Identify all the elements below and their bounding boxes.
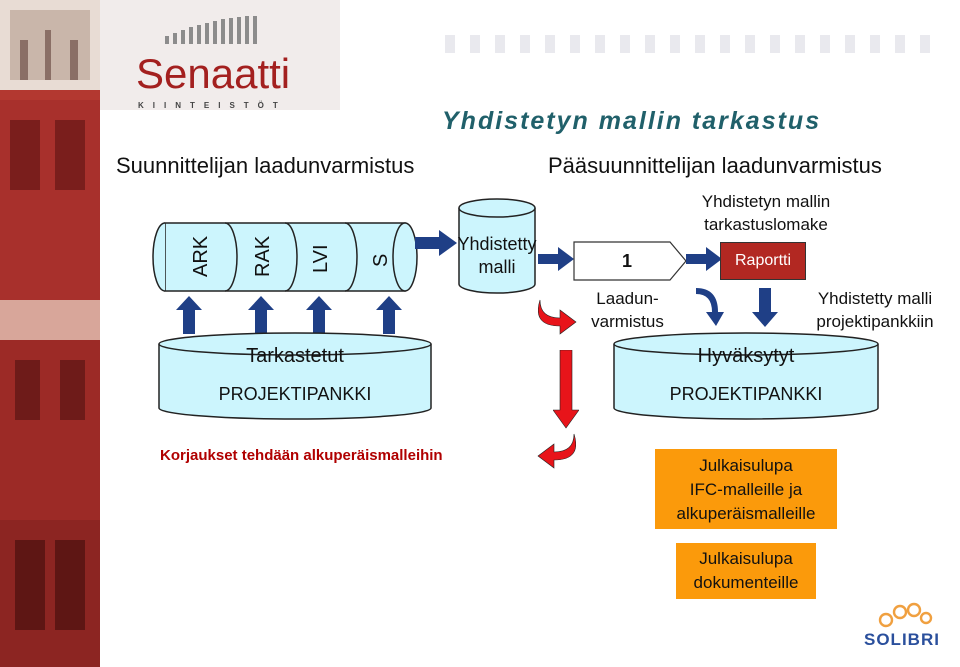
- release-models-line-1: Julkaisulupa: [699, 456, 793, 475]
- release-docs-box: Julkaisulupa dokumenteille: [676, 543, 816, 599]
- bank-left-bottom: PROJEKTIPANKKI: [218, 384, 372, 404]
- release-models-line-3: alkuperäismalleille: [676, 504, 816, 523]
- release-models-box: Julkaisulupa IFC-malleille ja alkuperäis…: [655, 449, 837, 529]
- release-docs-line-2: dokumenteille: [693, 573, 799, 592]
- model-label-ark: ARK: [190, 235, 212, 277]
- header-background: [100, 0, 960, 110]
- qa-label-1: Laadun-: [596, 289, 659, 308]
- report-box: Raportti: [720, 242, 806, 280]
- arrow-to-report: [686, 247, 722, 271]
- solibri-logo-icon: [878, 602, 933, 628]
- form-label-1: Yhdistetyn mallin: [701, 192, 831, 211]
- to-bank-label-2: projektipankkiin: [816, 312, 934, 331]
- logo-name: Senaatti: [136, 50, 291, 97]
- arrow-to-combined: [415, 230, 457, 256]
- corrections-note: Korjaukset tehdään alkuperäismalleihin: [160, 447, 443, 464]
- down-arrow: [752, 288, 778, 327]
- to-bank-label-1: Yhdistetty malli: [817, 289, 933, 308]
- building-photo-strip: [0, 0, 100, 667]
- qa-label-2: varmistus: [591, 312, 664, 331]
- bank-right-top: Hyväksytyt: [697, 345, 795, 367]
- bank-right-bottom: PROJEKTIPANKKI: [669, 384, 823, 404]
- combined-model-label-2: malli: [478, 257, 516, 277]
- step-number: 1: [622, 251, 633, 271]
- page-title: Yhdistetyn mallin tarkastus: [442, 107, 822, 135]
- form-label-2: tarkastuslomake: [704, 215, 828, 234]
- model-label-s: S: [370, 253, 392, 267]
- red-down-arrow: [553, 350, 579, 429]
- model-label-rak: RAK: [252, 235, 274, 277]
- solibri-logo-text: SOLIBRI: [864, 630, 940, 649]
- left-heading: Suunnittelijan laadunvarmistus: [116, 153, 415, 178]
- curved-arrow-down: [696, 288, 724, 326]
- project-bank-left: [158, 332, 432, 420]
- model-cylinders: [152, 222, 418, 292]
- step-one-box: [573, 241, 687, 281]
- upload-arrows: [176, 296, 402, 334]
- right-heading: Pääsuunnittelijan laadunvarmistus: [548, 153, 882, 178]
- bank-left-top: Tarkastetut: [246, 345, 344, 367]
- release-docs-line-1: Julkaisulupa: [699, 549, 793, 568]
- report-label: Raportti: [734, 252, 792, 269]
- release-models-line-2: IFC-malleille ja: [689, 480, 803, 499]
- model-label-lvi: LVI: [310, 244, 332, 273]
- logo-subtitle: KIINTEISTÖT: [138, 101, 287, 110]
- arrow-to-step: [538, 247, 574, 271]
- curved-red-arrow-right: [538, 299, 577, 335]
- red-curved-arrow-bottom: [537, 433, 576, 469]
- project-bank-right: [613, 332, 879, 420]
- senaatti-logo-bars: [165, 16, 257, 44]
- combined-model-label-1: Yhdistetty: [457, 234, 537, 254]
- combined-model-cylinder: [458, 198, 536, 294]
